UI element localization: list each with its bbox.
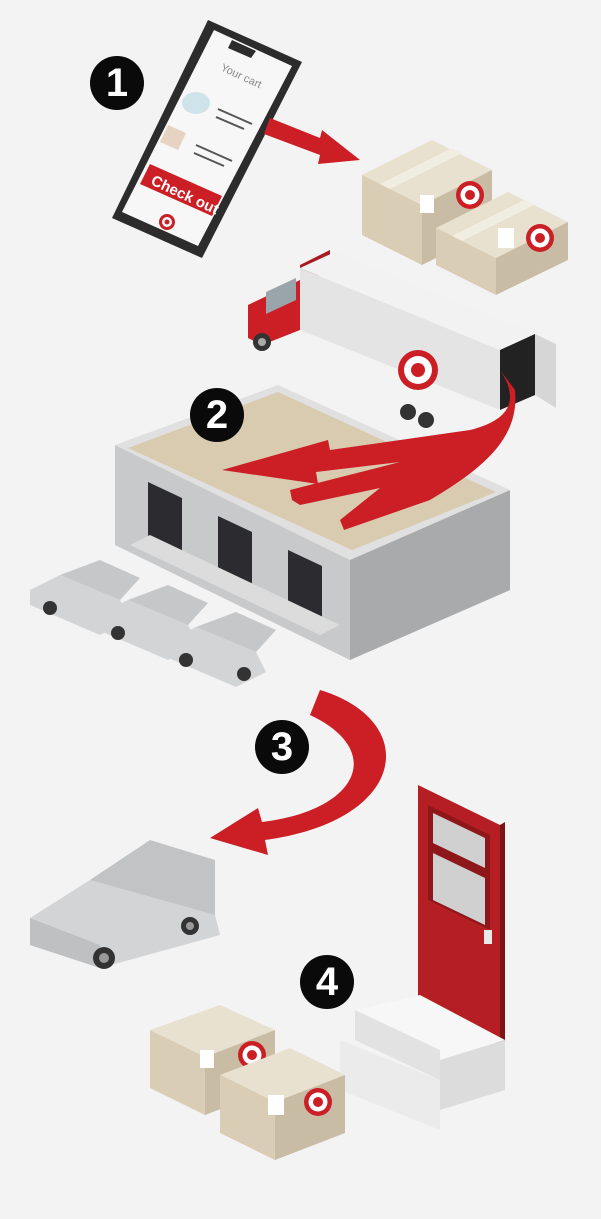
delivery-vans bbox=[30, 560, 276, 687]
target-logo-icon bbox=[159, 214, 175, 230]
checkout-button bbox=[140, 164, 222, 216]
step-badge-3: 3 bbox=[255, 720, 309, 774]
arrow-truck-to-warehouse bbox=[222, 370, 516, 530]
step-badge-1: 1 bbox=[90, 56, 144, 110]
front-steps bbox=[340, 995, 505, 1130]
arrow-warehouse-to-home bbox=[210, 690, 386, 855]
step-badge-4: 4 bbox=[300, 955, 354, 1009]
arrow-phone-to-boxes bbox=[264, 118, 360, 164]
product-image-placeholder bbox=[160, 125, 186, 150]
boxes-delivered bbox=[150, 1005, 345, 1160]
phone-illustration: Your cart Check out bbox=[112, 20, 302, 258]
delivery-truck bbox=[248, 250, 556, 428]
front-door bbox=[418, 785, 505, 1045]
delivery-van-large bbox=[30, 840, 220, 969]
boxes-packed bbox=[362, 140, 568, 295]
step-badge-2: 2 bbox=[190, 388, 244, 442]
product-image-placeholder bbox=[182, 92, 210, 114]
